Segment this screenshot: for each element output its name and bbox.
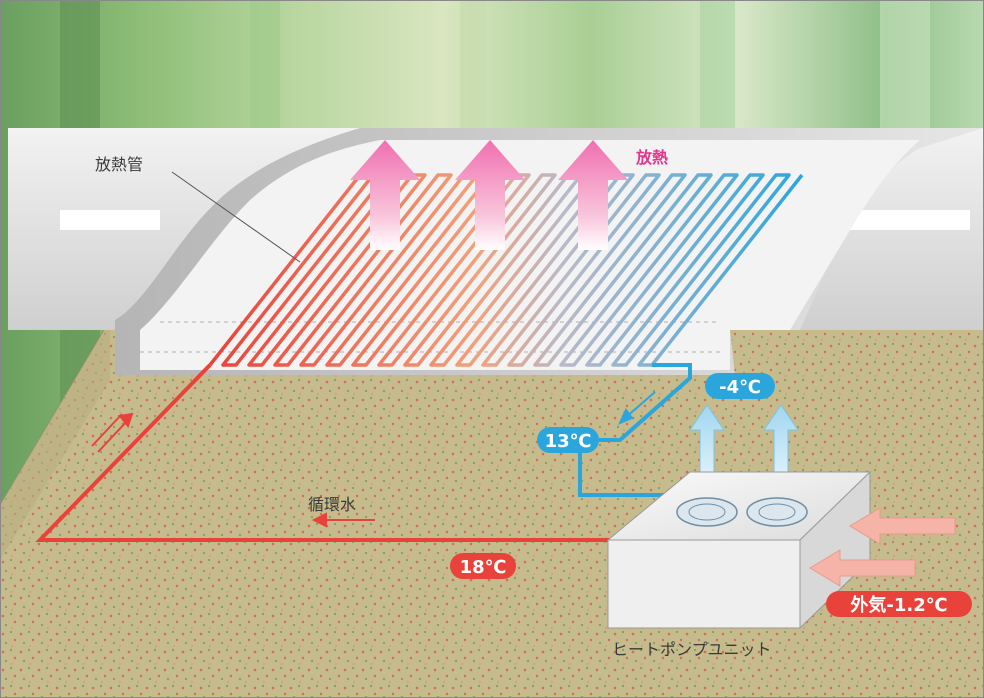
fan-icon [746,497,808,527]
heat-pump-unit-label: ヒートポンプユニット [612,640,772,659]
heat-release-arrows [350,140,628,250]
supply-flow-arrows [91,412,375,528]
svg-text:13℃: 13℃ [545,431,592,452]
return-flow-arrows [618,391,656,425]
circulating-water-label: 循環水 [308,495,356,514]
temp-badge-minus4: -4℃ [705,373,775,399]
outside-air-badge: 外気-1.2℃ [826,591,972,617]
svg-text:-4℃: -4℃ [719,377,761,398]
heat-pipe-leader [171,171,301,263]
temp-badge-13: 13℃ [537,427,599,453]
supply-pipe [35,363,610,542]
return-pipe [578,363,692,497]
exhaust-air-arrows [689,404,799,486]
heat-release-label: 放熱 [635,148,668,167]
heat-pump-unit [606,470,872,630]
heat-pipe-label: 放熱管 [95,155,143,174]
temp-badge-18: 18℃ [450,553,516,579]
fan-icon [676,497,738,527]
svg-text:18℃: 18℃ [460,557,507,578]
svg-text:外気-1.2℃: 外気-1.2℃ [850,594,947,616]
intake-air-arrows [809,507,956,587]
heat-pipe-coil [208,173,804,367]
